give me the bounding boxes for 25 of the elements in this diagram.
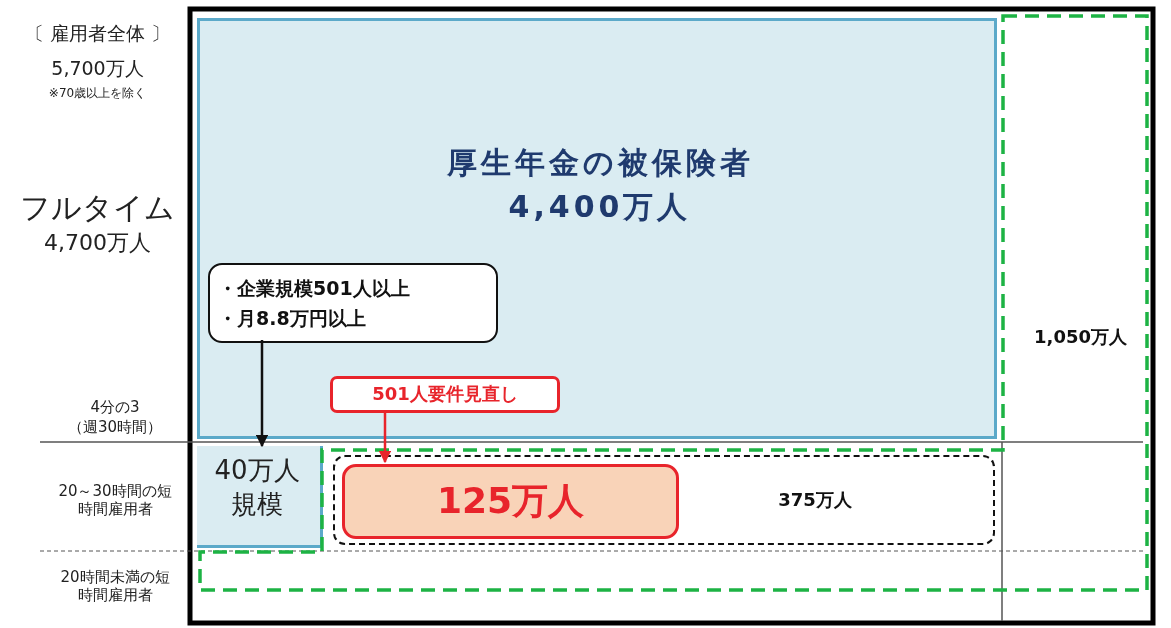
heading-label: 〔 雇用者全体 〕 [23, 22, 172, 45]
row-label: 20時間未満の短時間雇用者 [59, 568, 171, 604]
callout-box [208, 263, 498, 343]
row-label: 20～30時間の短時間雇用者 [57, 482, 173, 518]
callout-text: ・月8.8万円以上 [218, 306, 367, 332]
arrow [255, 340, 269, 448]
note-text: ※70歳以上を除く [47, 86, 148, 101]
callout-box [330, 376, 560, 413]
total-label: 5,700万人 [50, 57, 145, 80]
target-area [333, 455, 995, 545]
segment-box [197, 446, 323, 548]
threshold-label: （週30時間） [66, 418, 164, 436]
node-text: 1,050万人 [1033, 325, 1128, 349]
node-text: 501人要件見直し [372, 382, 518, 407]
insured-area [197, 18, 997, 439]
node-text: 375万人 [777, 488, 853, 512]
node-text: 40万人規模 [213, 454, 301, 521]
callout-text: ・企業規模501人以上 [218, 276, 410, 301]
highlight-box [342, 464, 679, 539]
threshold-label: 4分の3 [89, 398, 141, 416]
arrow [378, 410, 392, 464]
row-label: フルタイム [19, 190, 176, 226]
row-value: 4,700万人 [43, 230, 152, 257]
node-text: 厚生年金の被保険者4,400万人 [445, 144, 755, 226]
node-text: 125万人 [436, 479, 585, 524]
